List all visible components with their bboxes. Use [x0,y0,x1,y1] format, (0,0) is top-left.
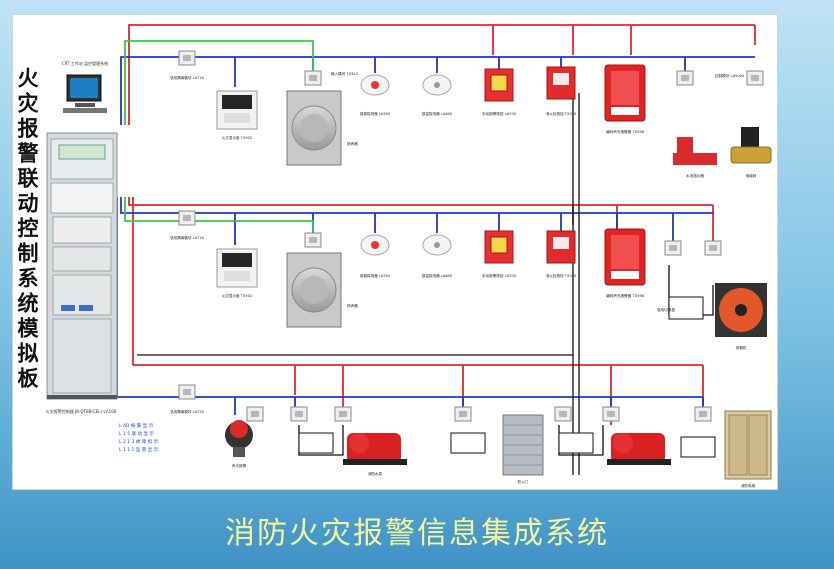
legend-item: L AD 报 警 显 示 [119,422,154,429]
fan-label: 排烟机 [736,345,747,350]
smoke-label: 感烟探测器 LA550 [360,111,391,116]
beacon-label: 声光报警 [232,463,247,468]
control-cabinet [46,132,118,400]
solenoid-label: 电磁阀 [746,173,757,178]
elevator-label: 消防电梯 [741,483,756,488]
lcd-label: 火灾显示盘 TX502 [222,135,253,140]
smoke-detector [360,74,390,96]
isolator-label: 总线隔离模块 LA720 [170,409,205,414]
isolator-module [178,210,196,226]
caption: 消防火灾报警信息集成系统 [225,516,609,551]
io-module-label: 输入模块 TX313 [331,71,358,76]
fire-pump [343,433,407,465]
relay-box [298,432,334,454]
hydrant-label: 消火栓按钮 TX330 [546,273,577,278]
pc-workstation [63,74,107,113]
isolator-module [178,384,196,400]
diagram-panel: 火灾报警联动控制系统模拟板 [12,14,778,490]
smoke-label: 感烟探测器 LA550 [360,273,391,278]
manual-call-point [484,68,514,102]
flow-valve [673,137,717,165]
call-point-label: 手动报警按钮 LA700 [482,111,517,116]
heat-detector [422,234,452,256]
legend-item: L 1 1 1 监 管 显 示 [119,446,159,453]
isolator-module [178,50,196,66]
pump-label: 消防水泵 [368,471,383,476]
heat-detector [422,74,452,96]
vertical-title: 火灾报警联动控制系统模拟板 [15,67,40,392]
lcd-display-panel [216,90,258,130]
exhaust-fan [715,283,767,337]
elevator [724,410,772,480]
relay-box [680,436,716,458]
speaker-label: 扬声器 [347,141,358,146]
relay-box [450,432,486,454]
control-module [334,406,352,422]
fire-pump [607,433,671,465]
legend-item: L 1:5 联 动 显 示 [119,430,154,437]
valve-label: 水流指示器 [686,173,704,178]
beacon [225,420,253,457]
isolator-label: 总线隔离模块 LA720 [170,75,205,80]
call-point-label: 手动报警按钮 LA700 [482,273,517,278]
pc-label: CRT 工作站 监控管理系统 [62,60,108,66]
solenoid-valve [730,127,772,164]
alarm-label: 编码声光报警器 TX598 [606,293,645,298]
wiring-diagram: 火灾报警联动控制系统模拟板 [15,24,772,488]
heat-label: 感温探测器 LA600 [422,273,453,278]
control-module [554,406,572,422]
io-module [246,406,264,422]
control-module [704,240,722,256]
lcd-label: 火灾显示盘 TX502 [222,293,253,298]
sound-light-alarm [604,64,646,122]
control-module [664,240,682,256]
legend: L AD 报 警 显 示 L 1:5 联 动 显 示 L 2 1 3 故 障 指… [119,422,159,453]
green-bus [124,40,314,233]
hydrant-button [546,230,576,264]
control-module-label: 控制模块 LA5000 [715,73,745,78]
relay-box [558,432,594,454]
smoke-detector [360,234,390,256]
panel-label: 火灾报警控制器 JB-QT8B(CEL)-LA100 [46,408,117,414]
control-module [746,70,764,86]
legend-item: L 2 1 3 故 障 指 示 [119,438,159,445]
black-lines [137,93,714,475]
hydrant-label: 消火栓按钮 TX330 [546,111,577,116]
control-module [602,406,620,422]
sound-light-alarm [604,228,646,286]
relay-box [668,296,704,320]
manual-call-point [484,230,514,264]
io-module [304,70,322,86]
lcd-display-panel [216,248,258,288]
control-module [454,406,472,422]
speaker-label: 扬声器 [347,303,358,308]
io-module [304,232,322,248]
speaker [286,90,342,166]
door-label: 防火门 [518,479,529,484]
control-module [676,70,694,86]
speaker [286,252,342,328]
control-module [290,406,308,422]
relay-label: 强电切换盒 [657,307,675,312]
heat-label: 感温探测器 LA600 [422,111,453,116]
hydrant-button [546,66,576,100]
alarm-label: 编码声光报警器 TX598 [606,129,645,134]
isolator-label: 总线隔离模块 LA720 [170,235,205,240]
control-module [694,406,712,422]
fire-door [502,414,544,476]
